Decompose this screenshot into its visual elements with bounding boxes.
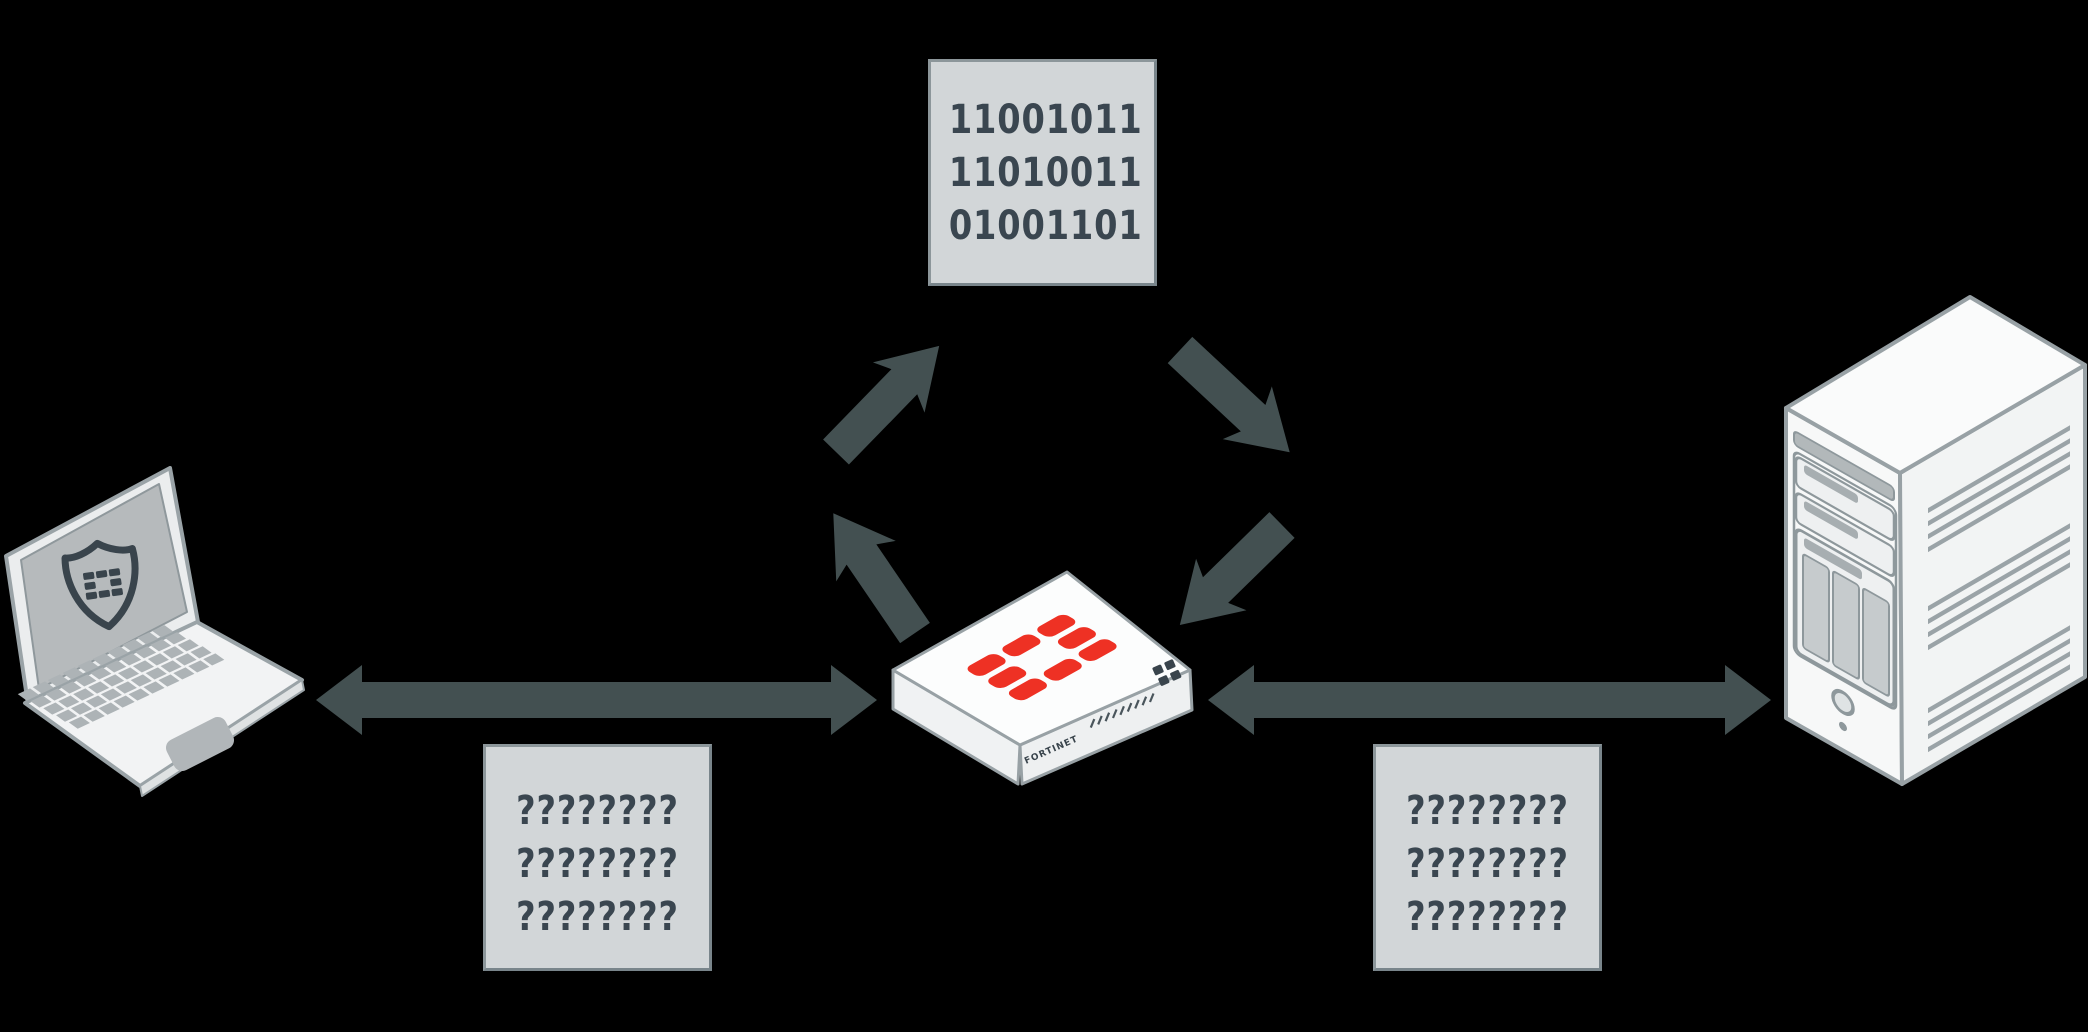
laptop-illustration — [4, 466, 305, 797]
ciphertext-line: 11001011 — [948, 97, 1143, 143]
question-line: ???????? — [516, 894, 679, 940]
ciphertext-box: 11001011 11010011 01001101 — [928, 59, 1157, 286]
question-line: ???????? — [1406, 894, 1569, 940]
unknown-data-box-right: ???????? ???????? ???????? — [1373, 744, 1602, 971]
cycle-arrow-northwest — [823, 345, 940, 465]
cycle-arrow-southeast — [1179, 512, 1295, 626]
ciphertext-line: 01001101 — [948, 203, 1143, 249]
shield-icon — [61, 539, 139, 631]
question-line: ???????? — [516, 841, 679, 887]
arrow-laptop-firewall — [316, 665, 877, 735]
server-tower — [1784, 295, 2087, 786]
laptop-trackpad — [165, 716, 235, 772]
fortigate-appliance: FORTINET — [891, 570, 1194, 786]
appliance-top-face — [891, 570, 1192, 747]
unknown-data-box-left: ???????? ???????? ???????? — [483, 744, 712, 971]
question-line: ???????? — [1406, 841, 1569, 887]
question-line: ???????? — [1406, 788, 1569, 834]
appliance-ports — [1152, 659, 1182, 686]
ciphertext-line: 11010011 — [948, 150, 1143, 196]
server-side-vents — [1928, 425, 2070, 753]
fortinet-logo — [967, 614, 1117, 701]
cycle-arrow-southwest — [833, 513, 930, 644]
question-line: ???????? — [516, 788, 679, 834]
server-front-details — [1792, 431, 1898, 732]
server-power-button — [1831, 688, 1855, 717]
arrow-firewall-server — [1208, 665, 1771, 735]
cycle-arrow-northeast — [1167, 336, 1290, 453]
appliance-vents — [1089, 693, 1155, 729]
server-top-face — [1784, 295, 2087, 475]
laptop-keyboard — [17, 625, 225, 729]
